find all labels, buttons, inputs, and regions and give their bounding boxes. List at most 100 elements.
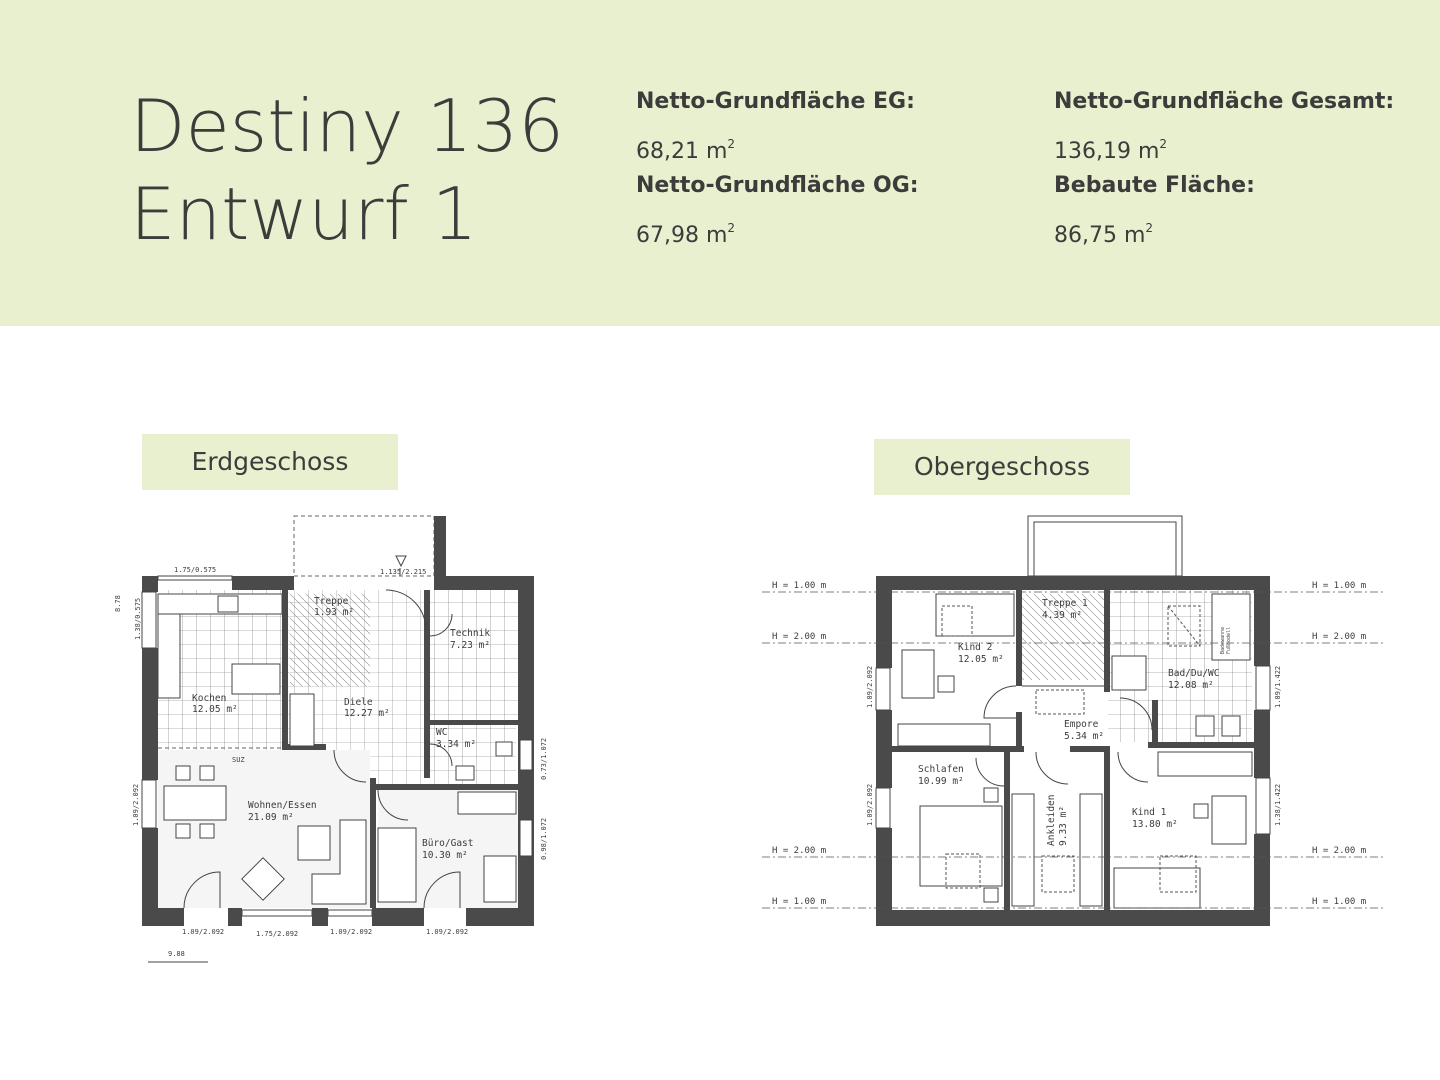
chair xyxy=(199,823,215,839)
toilet xyxy=(455,765,475,781)
dim-label: 9.88 xyxy=(168,950,185,958)
stat-value-built: 86,75 m2 xyxy=(1054,221,1154,248)
bed-schlafen xyxy=(919,805,1003,887)
kitchen-sink xyxy=(217,595,239,613)
technik-tiles xyxy=(428,590,518,722)
terrace-door xyxy=(183,871,221,909)
nightstand xyxy=(983,887,999,903)
room-area: 10.30 m² xyxy=(422,850,468,861)
desk-kind2 xyxy=(901,649,935,699)
height-label: H = 1.00 m xyxy=(772,897,826,907)
cabinet xyxy=(377,827,417,903)
dim-label: 1.09/2.092 xyxy=(330,928,372,936)
dim-label: 1.09/2.092 xyxy=(182,928,224,936)
room-area: 5.34 m² xyxy=(1064,731,1104,742)
door-arc xyxy=(1119,697,1153,731)
shower-cross xyxy=(1167,605,1201,647)
door-arc xyxy=(1035,751,1069,785)
room-name: Kochen xyxy=(192,693,226,704)
desk xyxy=(457,791,517,815)
dim-label: 1.09/2.092 xyxy=(426,928,468,936)
room-area: 12.08 m² xyxy=(1168,680,1214,691)
room-area: 3.34 m² xyxy=(436,739,476,750)
door-arc xyxy=(423,871,461,909)
room-name: Ankleiden xyxy=(1046,795,1057,846)
sofa xyxy=(311,819,367,905)
balcony-outline xyxy=(1027,515,1183,577)
armchair xyxy=(241,857,285,901)
bed-kind1 xyxy=(1113,867,1201,909)
outer-walls-eg xyxy=(142,576,534,926)
height-label: H = 1.00 m xyxy=(772,581,826,591)
height-label: H = 1.00 m xyxy=(1312,897,1366,907)
room-name: Schlafen xyxy=(918,764,964,775)
wardrobe xyxy=(289,693,315,747)
chair-kind2 xyxy=(937,675,955,693)
height-label: H = 2.00 m xyxy=(772,632,826,642)
room-area: 9.33 m² xyxy=(1058,806,1069,846)
chair xyxy=(199,765,215,781)
room-name: Technik xyxy=(450,628,490,639)
shower xyxy=(1167,605,1201,647)
room-name: Diele xyxy=(344,697,373,708)
dim-label: 0.73/1.072 xyxy=(540,738,548,780)
wc-sink xyxy=(495,741,513,757)
kitchen-counter-side xyxy=(157,613,181,699)
dim-label: 1.75/2.092 xyxy=(256,930,298,938)
room-area: 12.27 m² xyxy=(344,708,390,719)
canopy-outline xyxy=(293,515,435,577)
plan-obergeschoss: Badewanne Fußbodell xyxy=(762,515,1384,926)
fixture-label: Fußbodell xyxy=(1226,627,1232,654)
room-name: Bad/Du/WC xyxy=(1168,668,1219,679)
kitchen-island xyxy=(231,663,281,695)
stat-value-total: 136,19 m2 xyxy=(1054,137,1168,164)
chair-kind1 xyxy=(1193,803,1209,819)
room-name: WC xyxy=(436,727,447,738)
dim-label: 1.09/2.092 xyxy=(866,666,874,708)
dim-label: 8.78 xyxy=(114,595,122,612)
nightstand xyxy=(983,787,999,803)
chair xyxy=(175,765,191,781)
outer-walls-og xyxy=(876,576,1270,926)
stat-value-og: 67,98 m2 xyxy=(636,221,736,248)
desk-kind1 xyxy=(1211,795,1247,845)
toilet-og xyxy=(1195,715,1215,737)
plan-erdgeschoss: Treppe 1.93 m² Technik 7.23 m² Kochen 12… xyxy=(114,515,548,963)
stat-value-eg: 68,21 m2 xyxy=(636,137,736,164)
chair xyxy=(175,823,191,839)
wardrobe-kind2 xyxy=(897,723,991,747)
room-area: 12.05 m² xyxy=(958,654,1004,665)
room-area: 10.99 m² xyxy=(918,776,964,787)
sink-og xyxy=(1221,715,1241,737)
room-name: Empore xyxy=(1064,719,1099,730)
overhead-marker xyxy=(945,853,981,889)
dim-label: 1.09/2.092 xyxy=(132,784,140,826)
room-name: Kind 1 xyxy=(1132,807,1167,818)
door-arc xyxy=(1117,751,1149,783)
height-label: H = 2.00 m xyxy=(1312,632,1366,642)
entrance-door xyxy=(385,589,427,631)
windows-eg xyxy=(141,575,533,917)
stat-label-total: Netto-Grundfläche Gesamt: xyxy=(1054,89,1395,114)
room-area: 21.09 m² xyxy=(248,812,294,823)
stat-label-eg: Netto-Grundfläche EG: xyxy=(636,89,915,114)
overhead-marker xyxy=(1041,855,1075,893)
canopy-wall xyxy=(434,516,446,576)
height-label: H = 1.00 m xyxy=(1312,581,1366,591)
room-area: 12.05 m² xyxy=(192,704,238,715)
door-arc xyxy=(983,685,1017,719)
page-subtitle: Entwurf 1 xyxy=(130,172,478,256)
fixture-label: Badewanne xyxy=(1220,627,1226,654)
height-label: H = 2.00 m xyxy=(1312,846,1366,856)
dim-label: 1.75/0.575 xyxy=(174,566,216,574)
overhead-marker xyxy=(1159,855,1197,893)
door-arc xyxy=(429,743,453,767)
coffee-table xyxy=(297,825,331,861)
closet-right xyxy=(1079,793,1103,907)
closet-left xyxy=(1011,793,1035,907)
entrance-marker xyxy=(395,555,407,568)
room-name: Treppe 1 xyxy=(1042,598,1088,609)
stat-label-og: Netto-Grundfläche OG: xyxy=(636,173,919,198)
height-label: H = 2.00 m xyxy=(772,846,826,856)
